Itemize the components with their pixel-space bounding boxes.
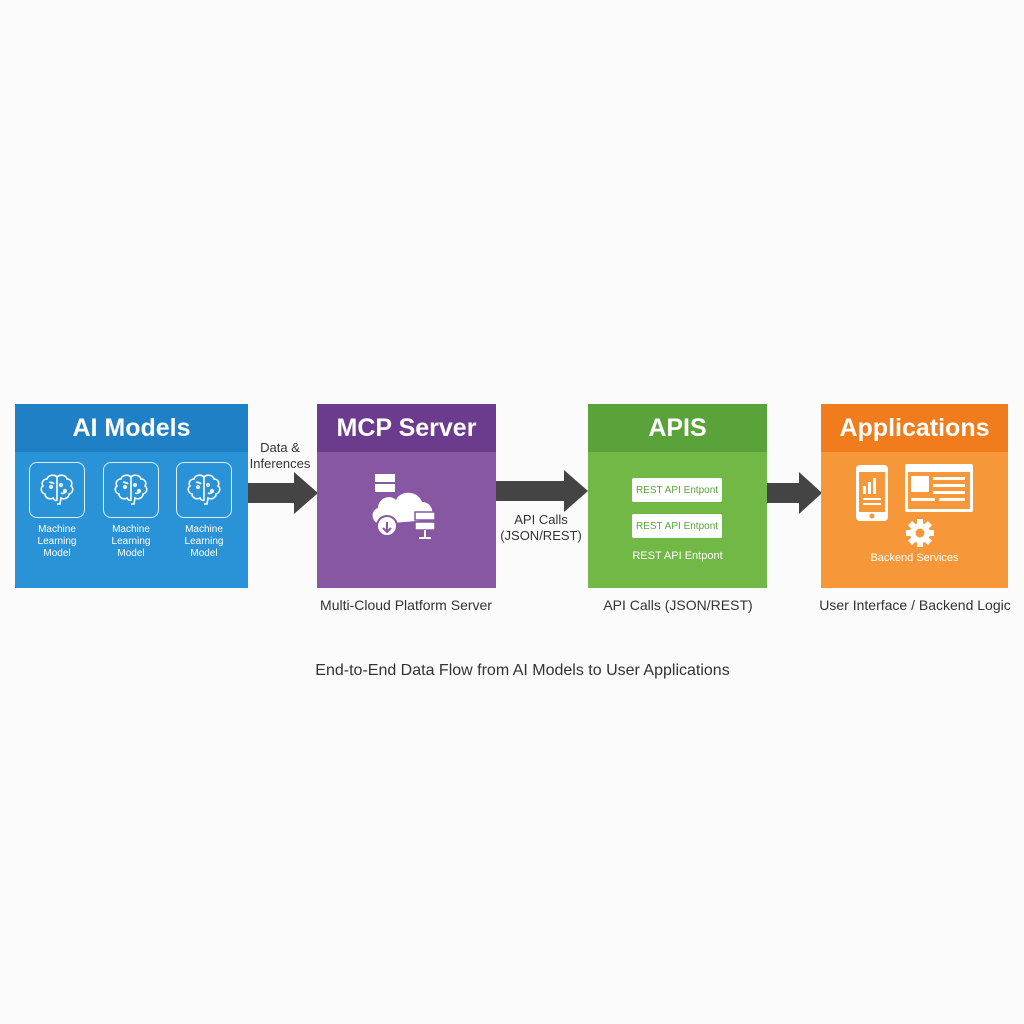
rest-endpoint-2: REST API Entpont [632, 514, 722, 538]
arrow-label-line: Inferences [249, 456, 311, 471]
ml-model-3: Machine Learning Model [176, 462, 232, 560]
backend-services-label: Backend Services [870, 552, 959, 564]
ml-model-label: Machine Learning Model [37, 524, 77, 559]
cloud-server-icon [372, 474, 436, 539]
arrow-label-line: API Calls [514, 512, 568, 527]
applications-title: Applications [821, 404, 1008, 452]
mcp-server-title: MCP Server [317, 404, 496, 452]
arrow-right-icon [496, 470, 588, 512]
ai-models-title: AI Models [15, 404, 248, 452]
applications-box: Applications Backend Services [821, 404, 1008, 588]
apis-box: APIS REST API Entpont REST API Entpont R… [588, 404, 767, 588]
apis-title: APIS [588, 404, 767, 452]
arrow-right-icon [248, 472, 318, 514]
brain-icon [103, 462, 159, 518]
arrow-label-line: Data & [260, 440, 300, 455]
arrow-label-api-calls: API Calls (JSON/REST) [496, 512, 586, 544]
rest-endpoint-1: REST API Entpont [632, 478, 722, 502]
gear-icon [906, 519, 934, 547]
diagram-caption: End-to-End Data Flow from AI Models to U… [315, 662, 730, 679]
applications-caption: User Interface / Backend Logic [819, 597, 1011, 613]
mcp-server-caption: Multi-Cloud Platform Server [320, 597, 492, 613]
arrow-right-icon [767, 472, 822, 514]
web-page-icon [905, 464, 973, 512]
ml-model-1: Machine Learning Model [29, 462, 85, 560]
ml-model-2: Machine Learning Model [103, 462, 159, 560]
mcp-server-box: MCP Server [317, 404, 496, 588]
brain-icon [29, 462, 85, 518]
ai-models-box: AI Models Machine Learning Model Machine… [15, 404, 248, 588]
arrow-label-data-inferences: Data & Inferences [244, 440, 316, 472]
mobile-chart-icon [856, 465, 888, 521]
apis-caption: API Calls (JSON/REST) [603, 597, 753, 613]
rest-endpoint-3: REST API Entpont [632, 550, 723, 562]
arrow-label-line: (JSON/REST) [500, 528, 582, 543]
brain-icon [176, 462, 232, 518]
ml-model-label: Machine Learning Model [184, 524, 224, 559]
ml-model-label: Machine Learning Model [111, 524, 151, 559]
